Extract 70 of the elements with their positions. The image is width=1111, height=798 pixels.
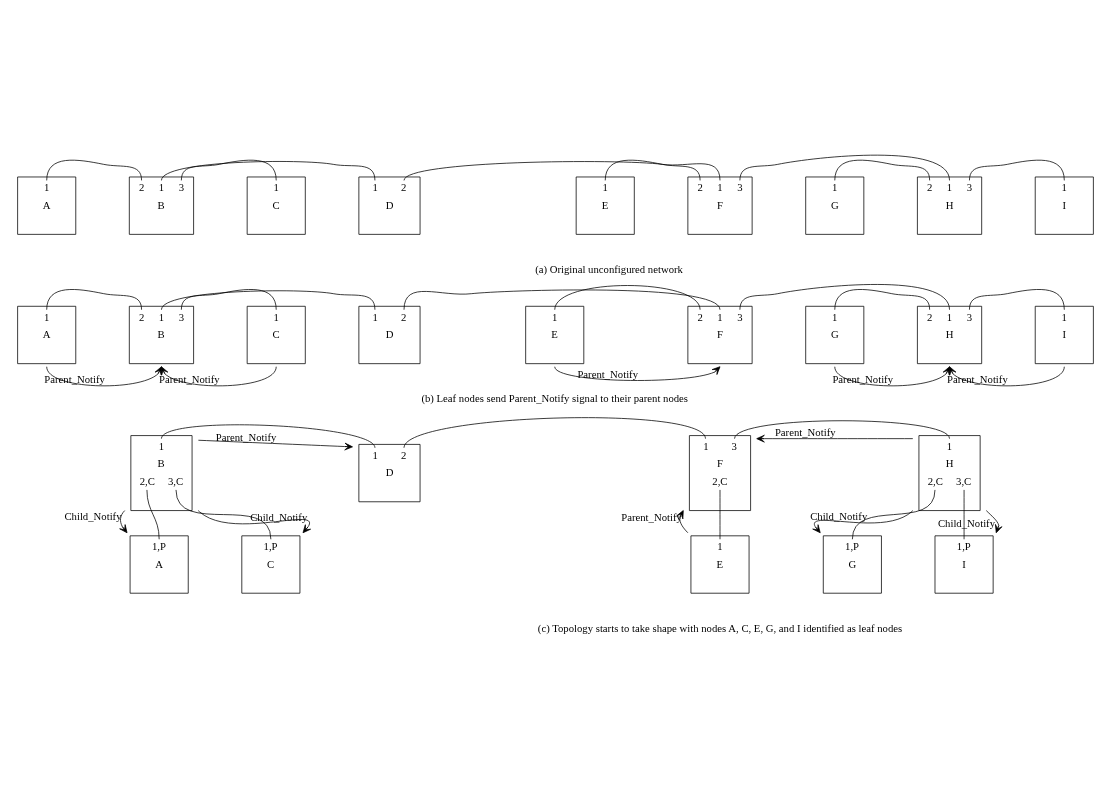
node-box: 2 1 3 B: [128, 305, 194, 365]
node-box: 1 C: [246, 176, 306, 235]
connector: [554, 285, 701, 311]
connector: [403, 289, 721, 311]
node-box: 1 E: [525, 305, 585, 365]
connector: [834, 159, 931, 181]
connector: [146, 489, 160, 540]
node-box: 1 3 F 2,C: [689, 435, 751, 511]
arrow: [985, 510, 1003, 534]
arrow: [197, 510, 311, 534]
connector: [46, 159, 142, 181]
edge-label: Child_Notify: [64, 510, 122, 523]
edge-label: Parent_Notify: [774, 425, 836, 438]
node-box: 1 E: [575, 176, 635, 235]
node-box: 1,P I: [934, 535, 994, 594]
connector: [834, 289, 931, 311]
node-box: 1 A: [17, 305, 77, 365]
node-box: 1 G: [805, 305, 865, 365]
arrow: [756, 434, 914, 443]
edge-label: Parent_Notify: [215, 430, 277, 443]
node-box: 1 E: [690, 535, 750, 594]
node-box: 1,P C: [241, 535, 301, 594]
edge-label: Child_Notify: [250, 510, 308, 523]
connector: [969, 159, 1065, 181]
connector: [175, 489, 272, 540]
edge-label: Parent_Notify: [621, 510, 682, 523]
edge-label: Parent_Notify: [577, 367, 639, 380]
connector: [161, 161, 376, 181]
node-box: 1 C: [246, 305, 306, 365]
connector: [739, 154, 950, 181]
connector: [852, 489, 936, 540]
node-box: 1 I: [1034, 305, 1094, 365]
connector: [739, 284, 950, 311]
connector: [180, 289, 277, 311]
node-box: 1 A: [17, 176, 77, 235]
arrow: [812, 510, 914, 534]
edge-label: Child_Notify: [810, 510, 868, 523]
connector: [604, 159, 701, 181]
arrow: [198, 439, 353, 451]
connector: [403, 161, 721, 181]
node-box: 1 2 D: [358, 176, 421, 235]
node-box: 1 B 2,C 3,C: [130, 435, 193, 511]
connector: [403, 417, 706, 449]
connector: [719, 489, 721, 540]
label: (b) Leaf nodes send Parent_Notify signal to their parent nodes: [421, 392, 689, 405]
connector: [969, 289, 1065, 311]
node-box: 2 1 3 B: [128, 176, 194, 235]
connector: [161, 290, 376, 311]
node-box: 2 1 3 H: [917, 176, 983, 235]
node-box: 1,P A: [129, 535, 189, 594]
node-box: 1 I: [1034, 176, 1094, 235]
arrow: [676, 510, 689, 534]
edge-label: Child_Notify: [937, 517, 996, 530]
node-box: 1,P G: [822, 535, 882, 594]
label: (c) Topology starts to take shape with nodes A, C, E, G, and I identified as leaf nodes: [537, 622, 903, 634]
arrow: [554, 366, 721, 381]
connector: [46, 289, 142, 311]
node-box: 1 2 D: [358, 305, 421, 365]
connector: [963, 489, 965, 540]
node-box: 2 1 3 H: [917, 305, 983, 365]
node-box: 2 1 3 F: [687, 176, 753, 235]
node-box: 2 1 3 F: [687, 305, 753, 365]
node-box: 1 H 2,C 3,C: [918, 435, 981, 511]
node-box: 1 2 D: [358, 444, 421, 503]
connector: [180, 159, 277, 181]
arrow: [119, 510, 128, 534]
node-box: 1 G: [805, 176, 865, 235]
label: (a) Original unconfigured network: [535, 263, 683, 276]
connector: [734, 420, 950, 440]
connector: [161, 424, 376, 449]
